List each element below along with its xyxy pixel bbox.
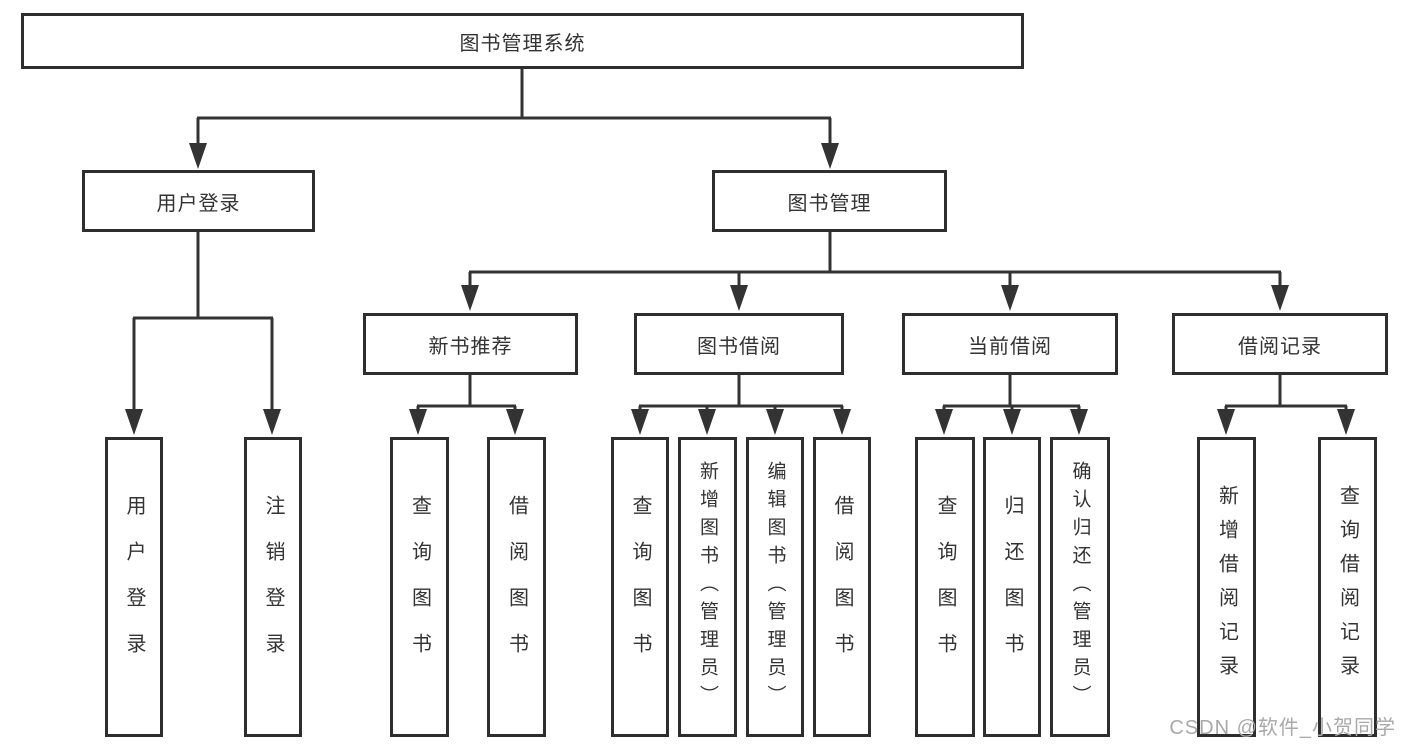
- node-new-book-recommend: 新书推荐: [363, 313, 578, 375]
- leaf-confirm-return-admin: 确认归还（管理员）: [1050, 437, 1110, 737]
- leaf-borrow-books-2: 借阅图书: [813, 437, 871, 737]
- node-borrow-records: 借阅记录: [1172, 313, 1388, 375]
- leaf-borrow-books-1: 借阅图书: [487, 437, 546, 737]
- leaf-label: 新增借阅记录: [1215, 485, 1238, 689]
- leaf-label: 借阅图书: [505, 495, 528, 679]
- leaf-label: 借阅图书: [831, 495, 853, 679]
- leaf-query-books-3: 查询图书: [915, 437, 975, 737]
- watermark-text: CSDN @软件_小贺同学: [1169, 717, 1396, 739]
- node-book-management: 图书管理: [712, 170, 947, 232]
- leaf-add-borrow-record: 新增借阅记录: [1197, 437, 1256, 737]
- leaf-label: 查询图书: [408, 495, 431, 679]
- node-current-borrow: 当前借阅: [902, 313, 1118, 375]
- leaf-label: 新增图书（管理员）: [697, 461, 718, 713]
- leaf-add-book-admin: 新增图书（管理员）: [678, 437, 737, 737]
- leaf-query-borrow-record: 查询借阅记录: [1318, 437, 1377, 737]
- leaf-label: 编辑图书（管理员）: [764, 461, 786, 713]
- node-user-login: 用户登录: [82, 170, 315, 232]
- leaf-label: 查询图书: [629, 495, 651, 679]
- leaf-query-books-1: 查询图书: [390, 437, 449, 737]
- arrowheads: [125, 143, 1355, 435]
- leaf-logout: 注销登录: [244, 437, 302, 737]
- leaf-label: 确认归还（管理员）: [1069, 461, 1091, 713]
- leaf-user-login: 用户登录: [105, 437, 163, 737]
- leaf-label: 注销登录: [262, 495, 284, 679]
- leaf-return-book: 归还图书: [983, 437, 1041, 737]
- leaf-label: 查询借阅记录: [1336, 485, 1359, 689]
- leaf-label: 查询图书: [934, 495, 956, 679]
- node-root: 图书管理系统: [21, 13, 1024, 69]
- leaf-query-books-2: 查询图书: [611, 437, 669, 737]
- leaf-label: 归还图书: [1001, 495, 1023, 679]
- leaf-edit-book-admin: 编辑图书（管理员）: [746, 437, 804, 737]
- leaf-label: 用户登录: [123, 495, 145, 679]
- node-book-borrow: 图书借阅: [634, 313, 844, 375]
